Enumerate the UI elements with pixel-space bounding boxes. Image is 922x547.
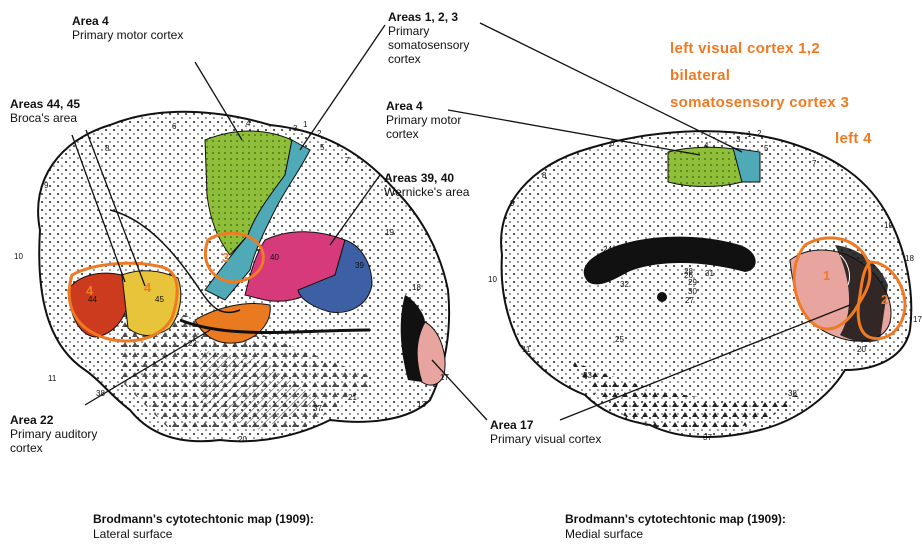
overlay-digit-visual-right: 2 xyxy=(881,292,888,307)
annotation-line4: left 4 xyxy=(835,130,872,147)
lateral-region-number: 6 xyxy=(172,122,177,131)
medial-region-number: 1 xyxy=(747,130,752,139)
medial-region-number: 32 xyxy=(620,280,629,289)
medial-region-number: 20 xyxy=(857,345,866,354)
lateral-region-number: 11 xyxy=(48,374,57,383)
label-areas4445: Areas 44, 45 Broca's area xyxy=(10,97,80,125)
label-desc: cortex xyxy=(388,52,469,66)
label-areas3940: Areas 39, 40 Wernicke's area xyxy=(384,171,469,199)
medial-region-number: 27 xyxy=(685,296,694,305)
medial-region-number: 30 xyxy=(688,287,697,296)
lateral-region-number: 3 xyxy=(293,124,298,133)
label-areas123: Areas 1, 2, 3 Primary somatosensory cort… xyxy=(388,10,469,66)
label-area22: Area 22 Primary auditory cortex xyxy=(10,413,97,455)
lateral-region-number: 38 xyxy=(96,389,105,398)
area45-broca-region xyxy=(122,271,181,336)
label-desc: cortex xyxy=(386,127,461,141)
medial-region-number: 5 xyxy=(764,144,769,153)
overlay-digit-broca-right: 4 xyxy=(144,280,152,295)
label-desc: Broca's area xyxy=(10,111,80,125)
label-desc: Wernicke's area xyxy=(384,185,469,199)
overlay-digit-somato: 3 xyxy=(222,250,229,265)
medial-region-number: 3 xyxy=(736,135,741,144)
medial-region-number: 31 xyxy=(705,269,714,278)
lateral-region-number: 5 xyxy=(320,143,325,152)
lateral-region-number: 1 xyxy=(303,120,308,129)
overlay-digit-broca-left: 4 xyxy=(86,283,94,298)
medial-region-number: 9 xyxy=(510,199,515,208)
medial-region-number: 17 xyxy=(913,315,922,324)
lateral-region-number: 37 xyxy=(313,404,322,413)
label-title: Area 4 xyxy=(386,99,461,113)
medial-region-number: 10 xyxy=(488,275,497,284)
label-title: Area 22 xyxy=(10,413,97,427)
medial-region-number: 11 xyxy=(522,345,531,354)
lateral-region-number: 17 xyxy=(440,373,449,382)
label-desc: cortex xyxy=(10,441,97,455)
lateral-region-number: 21 xyxy=(348,393,357,402)
medial-region-number: 4 xyxy=(704,141,709,150)
medial-region-number: 29 xyxy=(688,278,697,287)
caption-title: Brodmann's cytotechtonic map (1909): xyxy=(565,512,786,527)
medial-region-number: 37 xyxy=(703,433,712,442)
medial-region-number: 18 xyxy=(905,254,914,263)
lateral-region-number: 4 xyxy=(246,119,251,128)
lateral-region-number: 45 xyxy=(155,295,164,304)
medial-region-number: 7 xyxy=(812,159,817,168)
label-area17: Area 17 Primary visual cortex xyxy=(490,418,601,446)
lateral-region-number: 9 xyxy=(44,181,49,190)
label-desc: Primary xyxy=(388,24,469,38)
label-title: Areas 44, 45 xyxy=(10,97,80,111)
caption-subtitle: Lateral surface xyxy=(93,527,314,542)
lateral-region-number: 8 xyxy=(105,144,110,153)
label-title: Area 17 xyxy=(490,418,601,432)
lateral-region-number: 22 xyxy=(188,339,197,348)
lateral-region-number: 39 xyxy=(355,261,364,270)
lateral-region-number: 13 xyxy=(417,400,426,409)
medial-region-number: 28 xyxy=(684,267,693,276)
caption-medial: Brodmann's cytotechtonic map (1909): Med… xyxy=(565,512,786,542)
annotation-line3: somatosensory cortex 3 xyxy=(670,94,849,111)
lateral-region-number: 10 xyxy=(14,252,23,261)
medial-region-number: 19 xyxy=(884,221,893,230)
annotation-line1: left visual cortex 1,2 xyxy=(670,40,820,57)
lateral-region-number: 40 xyxy=(270,253,279,262)
label-area4-lateral: Area 4 Primary motor cortex xyxy=(72,14,183,42)
caption-lateral: Brodmann's cytotechtonic map (1909): Lat… xyxy=(93,512,314,542)
lateral-region-number: 20 xyxy=(238,435,247,444)
medial-region-number: 6 xyxy=(610,139,615,148)
label-title: Areas 39, 40 xyxy=(384,171,469,185)
label-desc: Primary motor xyxy=(386,113,461,127)
overlay-digit-visual-left: 1 xyxy=(823,268,830,283)
medial-region-number: 23 xyxy=(583,371,592,380)
caption-title: Brodmann's cytotechtonic map (1909): xyxy=(93,512,314,527)
lateral-region-number: 2 xyxy=(317,129,322,138)
label-area4-medial: Area 4 Primary motor cortex xyxy=(386,99,461,141)
label-desc: somatosensory xyxy=(388,38,469,52)
label-title: Area 4 xyxy=(72,14,183,28)
label-desc: Primary auditory xyxy=(10,427,97,441)
lateral-region-number: 18 xyxy=(412,283,421,292)
medial-region-number: 24 xyxy=(603,245,612,254)
medial-region-number: 38 xyxy=(788,389,797,398)
area4-medial-region xyxy=(668,147,742,186)
medial-region-number: 2 xyxy=(757,129,762,138)
medial-brain xyxy=(501,131,911,437)
caption-subtitle: Medial surface xyxy=(565,527,786,542)
annotation-line2: bilateral xyxy=(670,67,730,84)
label-title: Areas 1, 2, 3 xyxy=(388,10,469,24)
medial-region-number: 8 xyxy=(542,171,547,180)
label-desc: Primary motor cortex xyxy=(72,28,183,42)
lateral-region-number: 19 xyxy=(385,228,394,237)
label-desc: Primary visual cortex xyxy=(490,432,601,446)
lateral-region-number: 7 xyxy=(345,156,350,165)
medial-region-number: 25 xyxy=(615,335,624,344)
